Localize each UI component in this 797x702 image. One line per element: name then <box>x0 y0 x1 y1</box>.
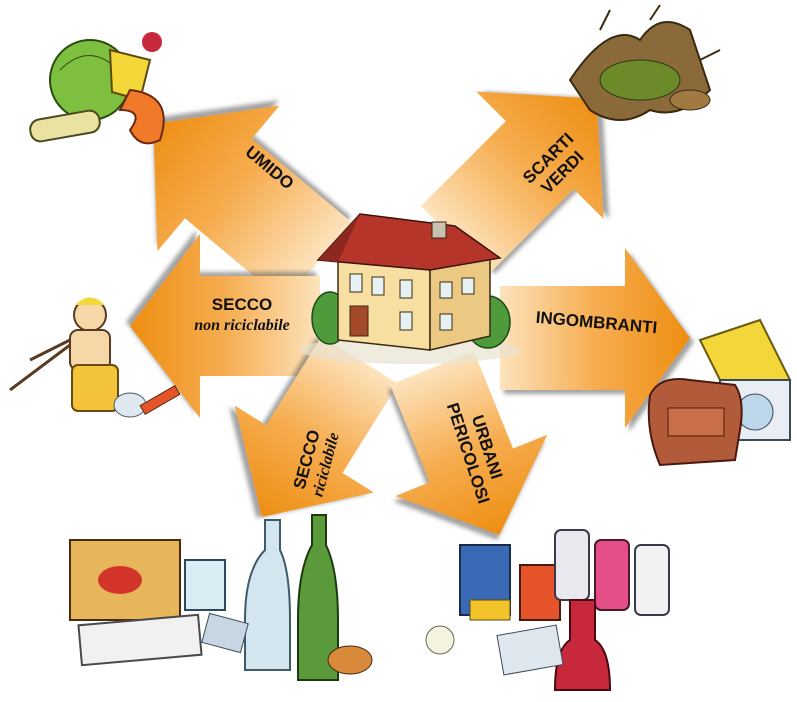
recyclables-icon <box>69 514 373 681</box>
hazardous-waste-icon <box>425 529 670 691</box>
garden-waste-icon <box>568 4 721 121</box>
label-secco-nr-line1: SECCO <box>212 295 272 314</box>
arrow-secco-riciclabile <box>234 336 399 517</box>
bulky-furniture-icon <box>647 318 792 467</box>
food-waste-icon <box>29 32 165 145</box>
arrow-secco-non-riciclabile <box>130 234 320 418</box>
arrow-umido <box>153 105 352 302</box>
arrow-scarti-verdi <box>421 91 604 274</box>
label-secco-non-riciclabile: SECCO non riciclabile <box>194 295 290 334</box>
broken-toys-icon <box>9 297 181 418</box>
arrow-urbani-pericolosi <box>390 351 548 535</box>
label-secco-nr-subtitle: non riciclabile <box>194 317 290 334</box>
arrow-ingombranti <box>500 248 690 428</box>
house-icon <box>300 213 520 364</box>
